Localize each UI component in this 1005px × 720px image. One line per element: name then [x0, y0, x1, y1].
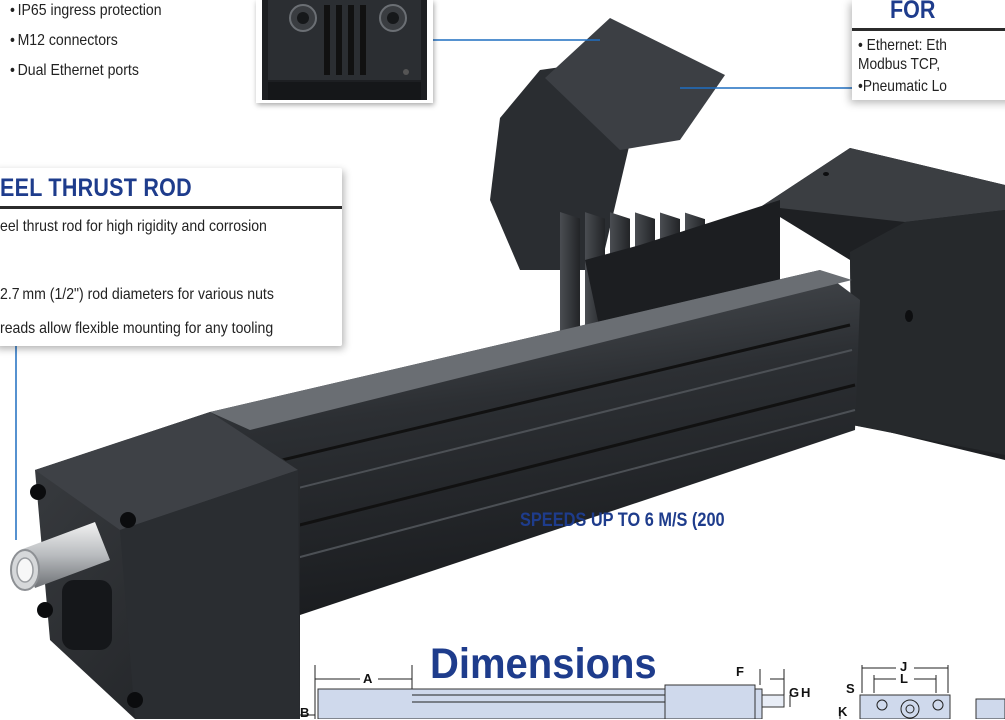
feature-item: IP65 ingress protection [10, 0, 162, 30]
dimension-label: F [736, 664, 744, 679]
connector-photo-inset [256, 0, 433, 103]
extrusion-body [210, 270, 860, 615]
communications-line: • Ethernet: Eth [858, 37, 947, 54]
thrust-rod [10, 522, 110, 591]
thrust-rod-line: reads allow flexible mounting for any to… [0, 320, 274, 337]
connector-panel-photo [262, 0, 427, 100]
dimension-label: L [900, 671, 908, 686]
feature-list: IP65 ingress protection M12 connectors D… [10, 0, 162, 90]
dimension-drawing [300, 665, 1005, 719]
front-end-block [30, 412, 300, 719]
callout-divider [0, 206, 342, 209]
dimension-label: A [363, 671, 373, 686]
dimension-label: S [846, 681, 855, 696]
communications-title: FOR [890, 0, 936, 24]
dimension-label: K [838, 704, 848, 719]
speed-callout: SPEEDS UP TO 6 M/S (200 [520, 510, 725, 531]
communications-line: •Pneumatic Lo [858, 78, 947, 95]
thrust-rod-callout [0, 168, 342, 346]
callout-divider [852, 28, 1005, 31]
communications-line: Modbus TCP, [858, 56, 941, 73]
feature-item: Dual Ethernet ports [10, 60, 162, 90]
rear-end-block [762, 148, 1005, 460]
dimension-label: H [801, 685, 811, 700]
thrust-rod-line: 2.7 mm (1/2") rod diameters for various … [0, 286, 274, 303]
dimension-label: J [900, 659, 908, 674]
dimension-label: G [789, 685, 800, 700]
thrust-rod-title: EEL THRUST ROD [0, 174, 192, 202]
dimension-label: B [300, 705, 310, 720]
communications-callout [852, 0, 1005, 100]
dimensions-title: Dimensions [430, 640, 657, 688]
feature-item: M12 connectors [10, 30, 162, 60]
thrust-rod-line: eel thrust rod for high rigidity and cor… [0, 218, 267, 235]
